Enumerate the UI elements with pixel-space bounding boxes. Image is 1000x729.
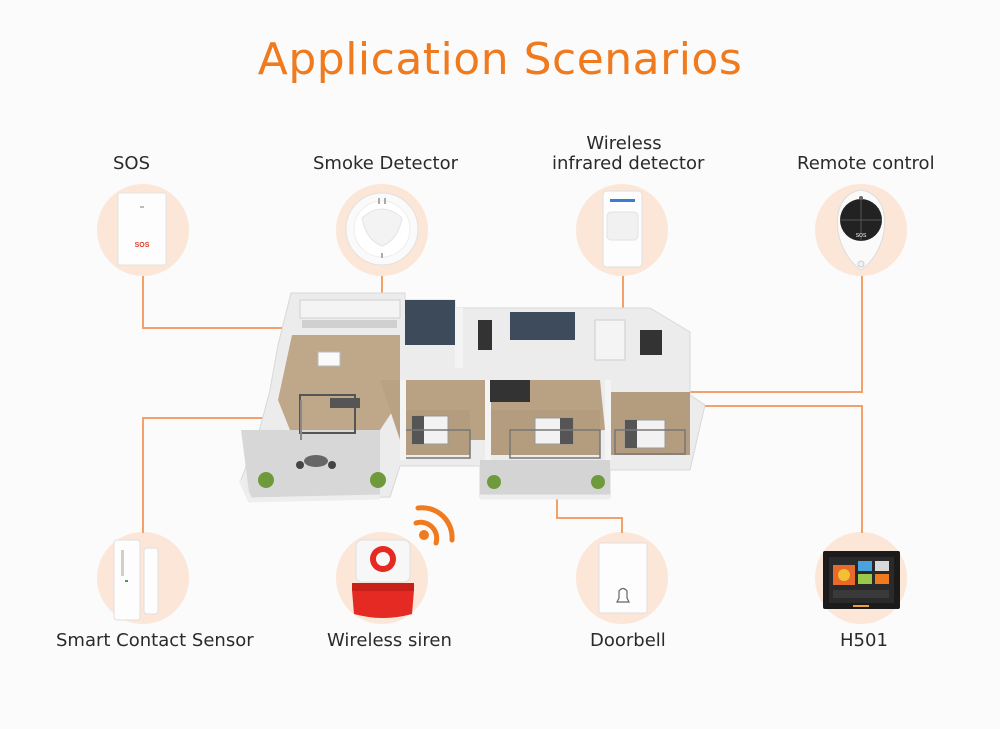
remote-control-label: Remote control [797, 153, 935, 174]
doorbell-label: Doorbell [590, 630, 666, 651]
contact-sensor-label: Smart Contact Sensor [56, 630, 254, 651]
doorbell-connector-v2 [621, 517, 623, 533]
sos-connector-v [142, 276, 144, 328]
remote-connector-v [861, 276, 863, 392]
sos-badge: SOS [135, 242, 150, 249]
sos-connector-h [142, 327, 302, 329]
floor-plan-illustration [238, 292, 706, 503]
sos-button-device: SOS [117, 192, 167, 266]
contact-sensor-device [113, 539, 159, 621]
hub-connector-v [861, 406, 863, 533]
hub-connector-h [680, 405, 863, 407]
h501-hub-device [823, 551, 900, 609]
smoke-connector [381, 276, 383, 302]
pir-label-line2: infrared detector [552, 153, 705, 174]
page-title: Application Scenarios [257, 34, 743, 85]
smoke-detector-device [345, 192, 419, 266]
pir-connector [622, 276, 624, 320]
contact-connector-v [142, 417, 144, 533]
sos-label: SOS [113, 153, 151, 174]
remote-control-device: SOS [836, 189, 886, 271]
bell-icon [616, 587, 630, 603]
pir-label-line1: Wireless [586, 133, 662, 154]
doorbell-device [598, 542, 648, 614]
wifi-signal-icon [413, 505, 455, 546]
smoke-detector-label: Smoke Detector [313, 153, 458, 174]
wireless-siren-device [352, 539, 414, 618]
remote-connector-h [640, 391, 863, 393]
contact-connector-h [142, 417, 327, 419]
pir-detector-device [602, 190, 643, 268]
doorbell-connector-h [556, 517, 623, 519]
hub-label: H501 [840, 630, 888, 651]
contact-device-circle [97, 532, 189, 624]
remote-sos-badge: SOS [856, 233, 867, 239]
siren-label: Wireless siren [327, 630, 452, 651]
